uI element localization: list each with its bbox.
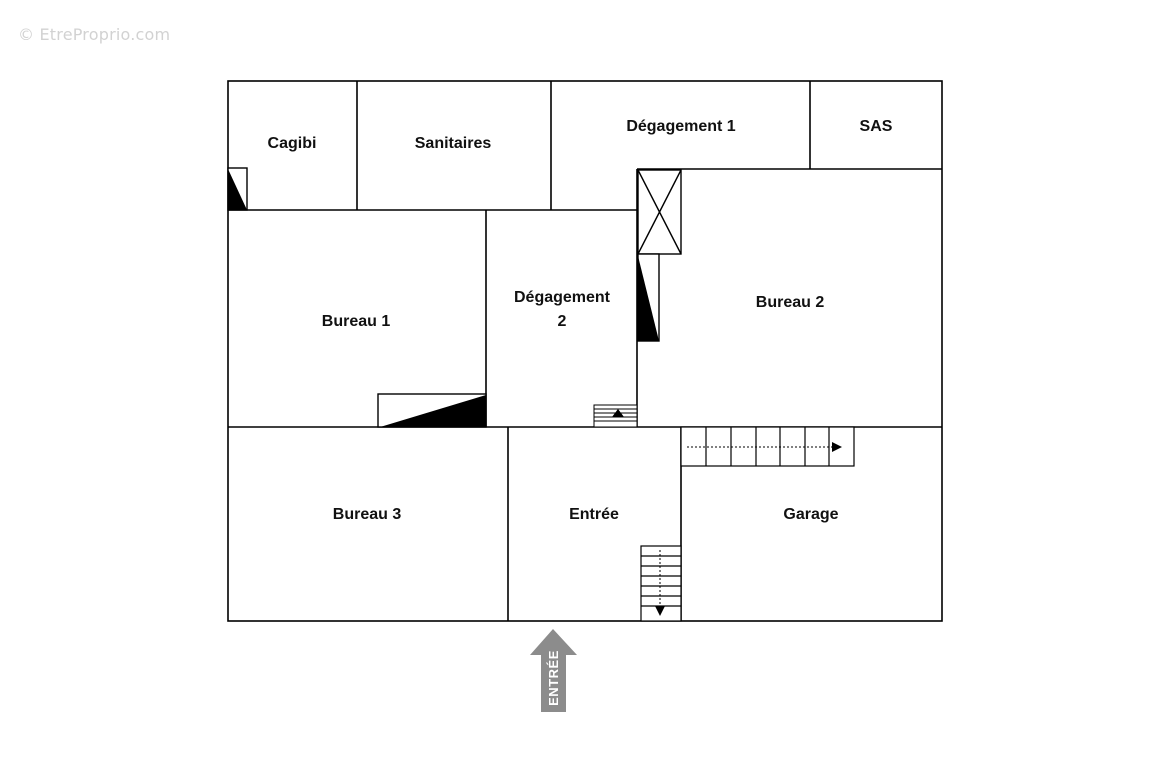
step-degagement2 [593,404,638,428]
room-label-cagibi: Cagibi [268,135,317,152]
room-label-sanitaires: Sanitaires [415,135,492,152]
room-label-degagement1: Dégagement 1 [626,118,735,135]
entrance-arrow-label: ENTRÉE [546,650,561,706]
shaft-cross [637,169,682,255]
room-label-degagement2-line2: 2 [558,313,567,330]
room-label-bureau2: Bureau 2 [756,294,825,311]
staircase-entree [640,545,682,622]
door-bureau1 [377,393,487,428]
room-label-sas: SAS [860,118,893,135]
door-cagibi [227,167,248,211]
door-bureau2 [637,253,660,342]
room-label-bureau1: Bureau 1 [322,313,391,330]
room-label-garage: Garage [783,506,838,523]
room-label-bureau3: Bureau 3 [333,506,402,523]
room-label-degagement2-line1: Dégagement [514,289,611,306]
outer-wall [227,80,943,622]
staircase-garage [680,426,855,467]
room-label-entree: Entrée [569,506,619,523]
entrance-arrow-icon: ENTRÉE [530,629,577,712]
watermark-text: © EtreProprio.com [18,25,171,44]
